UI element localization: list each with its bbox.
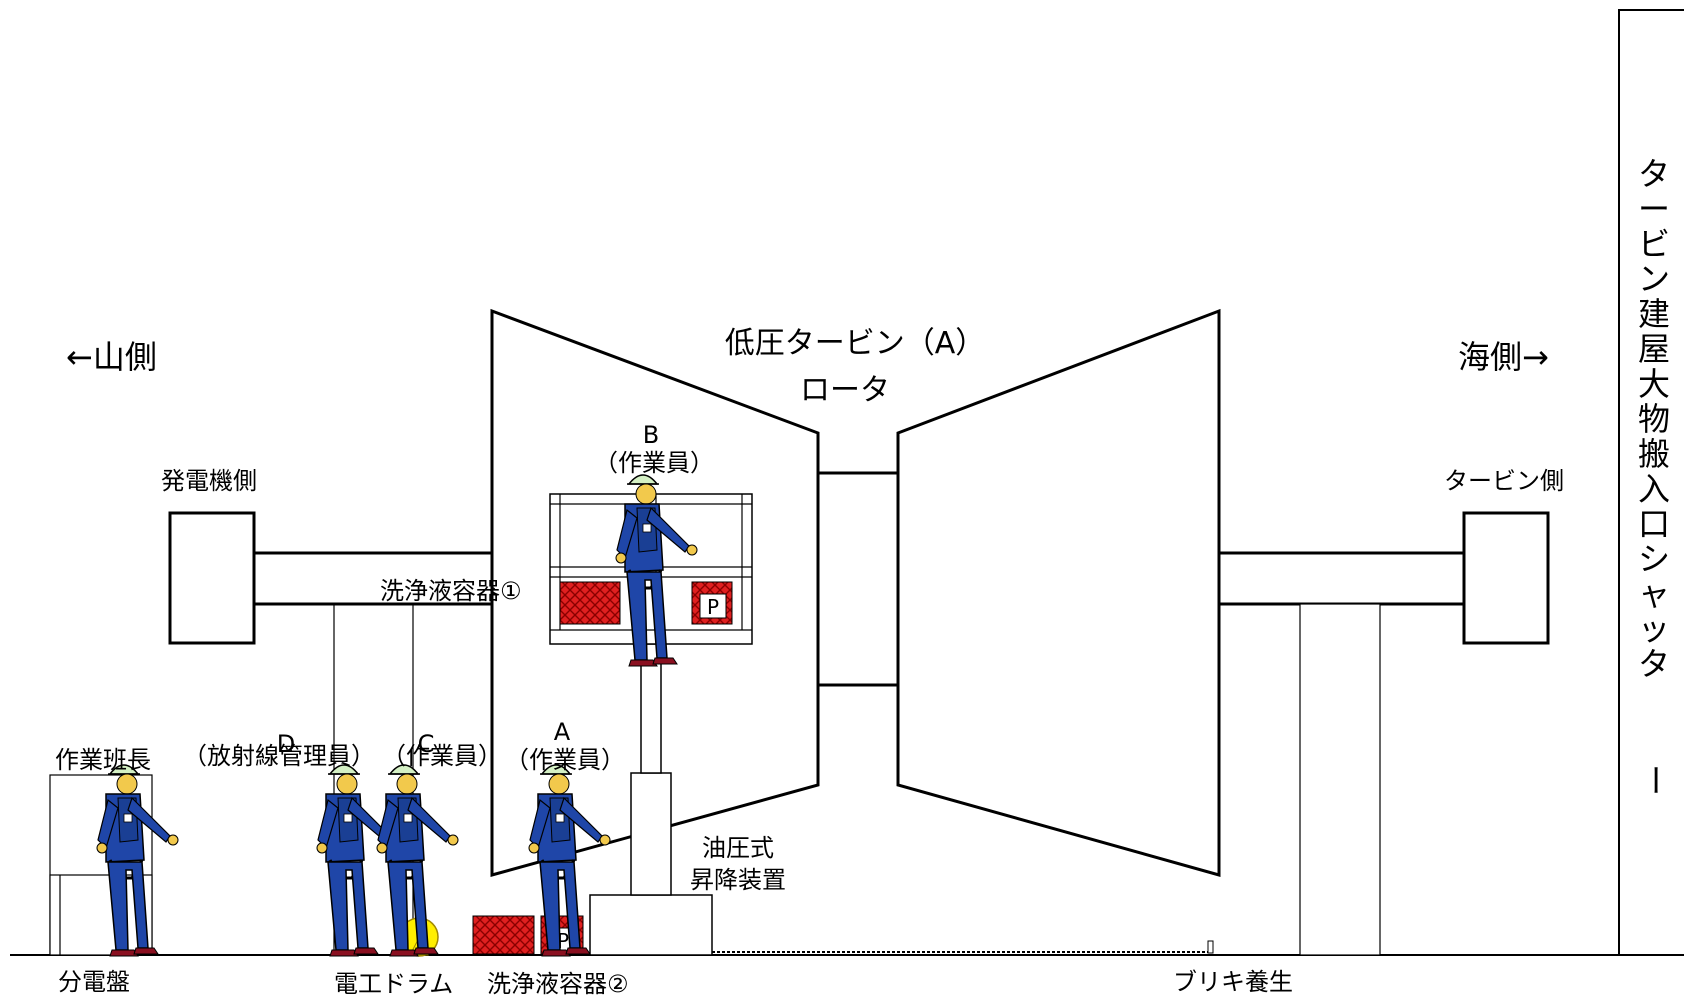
shutter-char: 入 [1638,470,1670,508]
worker-c-id: C [418,730,435,758]
p-box-platform: P [691,581,733,625]
worker-b-role: （作業員） [594,449,714,477]
right-support-stand [1299,603,1381,956]
turbine-hub [816,471,900,687]
generator-side-block [168,511,256,645]
shutter-char: タ [1638,645,1670,683]
shutter-label: タ ー ビ ン 建 屋 大 物 搬 入 口 シ ャ ッ タ ー [1636,155,1674,796]
lift-base [589,894,713,956]
lift-label-line2: 昇降装置 [690,866,786,894]
turbine-right-cone [896,308,1221,877]
distribution-board-label: 分電盤 [58,968,130,996]
mountain-side-label: ←山側 [66,338,157,376]
shutter-char: 建 [1638,295,1670,333]
worker-b-id: B [643,421,659,449]
container-2-label: 洗浄液容器② [487,970,629,997]
worker-d-role: （放射線管理員） [183,742,375,770]
foreman-label: 作業班長 [55,746,151,774]
shutter-char: ン [1638,260,1670,298]
worker-a-role: （作業員） [505,746,625,774]
lift-label-line1: 油圧式 [702,834,774,862]
shutter-char: 搬 [1638,435,1670,473]
tin-protection-end [1207,940,1214,954]
shutter-char: 口 [1638,505,1670,543]
worker-d-id: D [277,730,295,758]
p-box-platform-label: P [707,595,719,619]
tin-protection-label: ブリキ養生 [1173,968,1293,996]
turbine-side-block [1462,511,1550,645]
shutter-char: ャ [1638,575,1670,613]
shutter-char: ー [1638,190,1670,228]
turbine-side-label: タービン側 [1444,467,1564,495]
shutter-char: 屋 [1638,330,1670,368]
turbine-subtitle: ロータ [800,373,890,408]
lift-column [630,772,672,896]
shutter-char: ー [1636,764,1674,796]
shutter-char: ッ [1638,610,1670,648]
shutter [1618,9,1684,956]
shutter-char: 大 [1638,365,1670,403]
worker-a-id: A [554,718,571,746]
sea-side-label: 海側→ [1458,338,1549,376]
worker-c [375,763,460,958]
turbine-title: 低圧タービン（A） [725,326,986,361]
shutter-char: 物 [1638,400,1670,438]
generator-side-label: 発電機側 [161,467,257,495]
container-1-label: 洗浄液容器① [380,577,522,605]
shutter-char: ビ [1638,225,1670,263]
container-1 [559,581,621,625]
cable-drum-label: 電工ドラム [334,970,453,997]
container-2 [472,915,535,955]
shutter-char: タ [1638,155,1670,193]
shutter-char: シ [1638,540,1670,578]
worker-c-role: （作業員） [382,742,502,770]
